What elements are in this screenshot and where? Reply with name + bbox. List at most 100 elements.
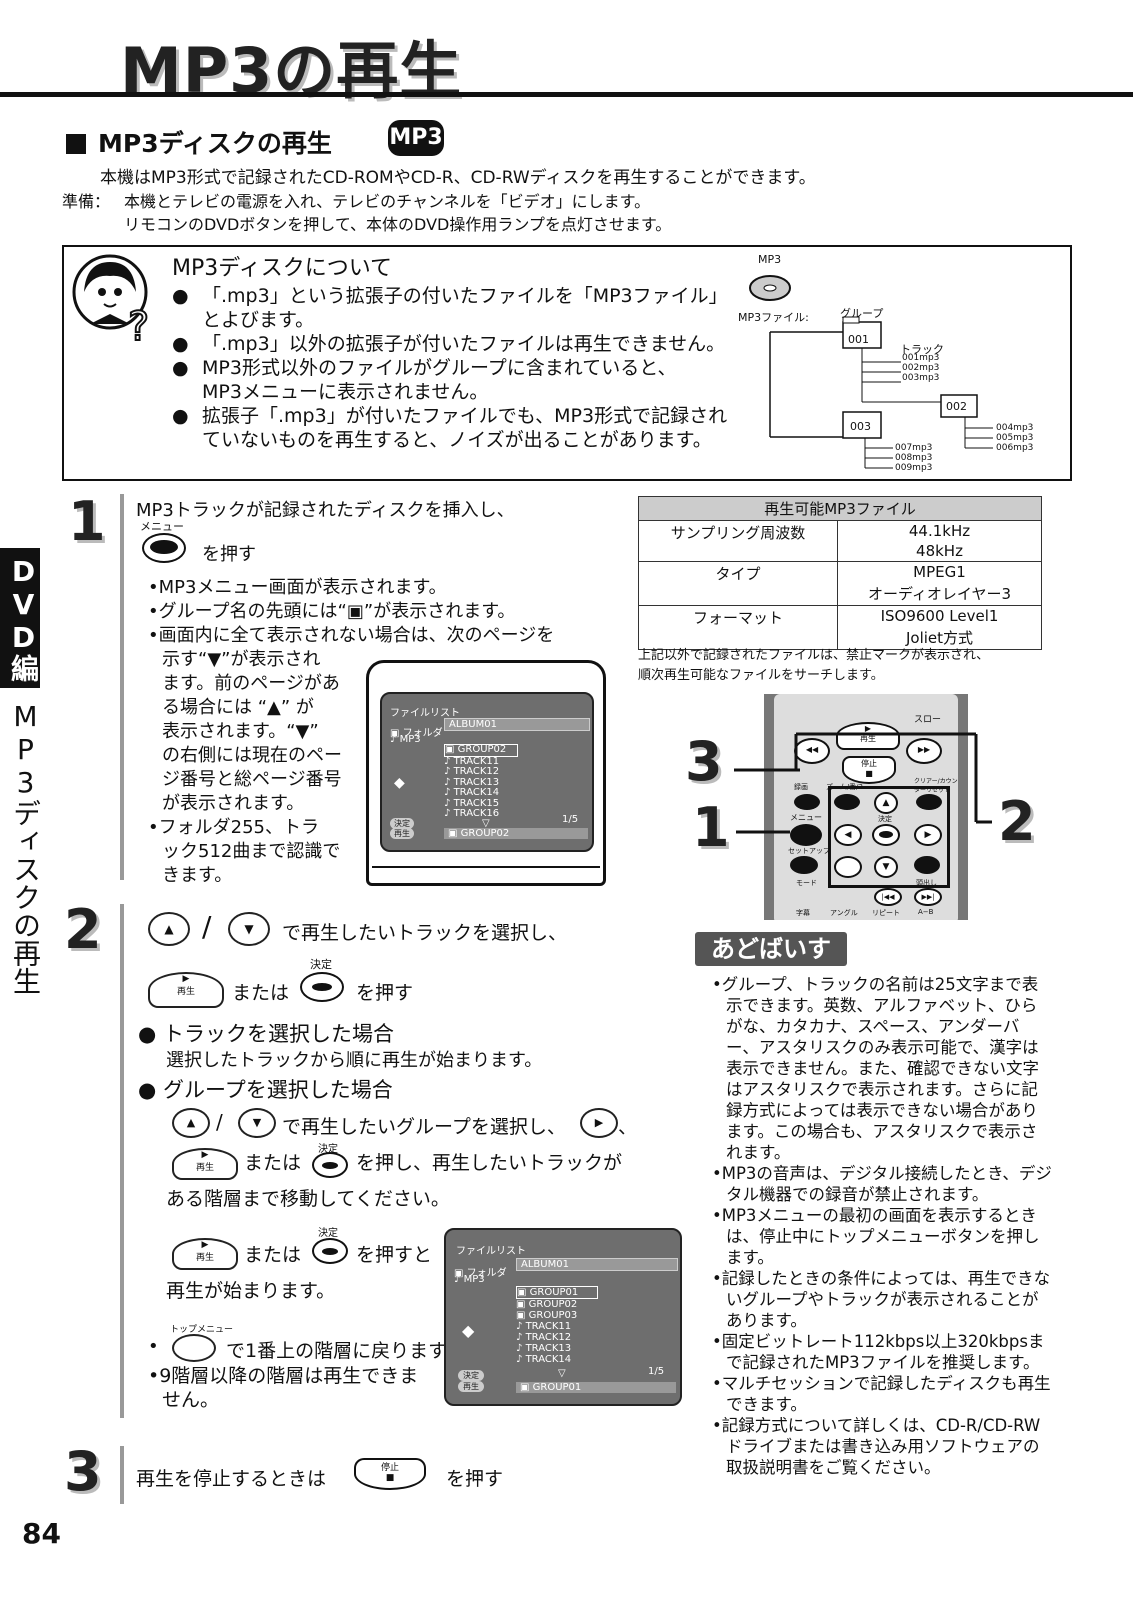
case-2-line-3: ある階層まで移動してください。 xyxy=(166,1188,450,1210)
zoom-button[interactable] xyxy=(834,794,860,810)
screen-list-item[interactable]: ♪ TRACK14 xyxy=(444,787,500,798)
screen-album: ALBUM01 xyxy=(444,718,590,731)
screen-list-item[interactable]: ♪ TRACK16 xyxy=(444,808,500,819)
title-rule xyxy=(0,92,1133,97)
about-bullet-cont: とよびます。 xyxy=(202,309,315,331)
advice-item: •グループ、トラックの名前は25文字まで表示できます。英数、アルファベット、ひら… xyxy=(712,975,1040,1162)
screen-list-item[interactable]: ♪ TRACK11 xyxy=(444,755,500,767)
or-text: または xyxy=(232,982,290,1004)
question-character-illustration: ? xyxy=(72,254,150,344)
tv-base xyxy=(372,866,600,882)
screen-folder-legend: ▣ フォルダ xyxy=(390,728,443,739)
case-2-line-1: で再生したいグループを選択し、 xyxy=(282,1116,566,1138)
remote-label-ab: A−B xyxy=(918,908,934,916)
step-1-bullets: •MP3メニュー画面が表示されます。 •グループ名の先頭には“▣”が表示されます… xyxy=(148,576,608,648)
side-tab-dvd: DVD編 xyxy=(0,548,40,688)
dpad-icon: ◆ xyxy=(394,775,405,791)
screen-list: ▣ GROUP02 ♪ TRACK11 ♪ TRACK12 ♪ TRACK13 … xyxy=(444,744,574,820)
screen-list-item[interactable]: ▣ GROUP02 xyxy=(444,744,518,757)
slash: / xyxy=(216,1110,223,1134)
button-dark[interactable] xyxy=(914,856,940,874)
tree-group-001: 001 xyxy=(848,333,869,346)
rec-button[interactable] xyxy=(794,794,820,810)
enter-button-icon xyxy=(312,1238,348,1264)
screen-header: ファイルリスト xyxy=(390,708,460,719)
section-heading-text: MP3ディスクの再生 xyxy=(98,129,332,158)
screen-list-item[interactable]: ♪ TRACK11 xyxy=(516,1321,572,1332)
file-list-screen-1: ファイルリスト ▣ フォルダ ♪ MP3 ALBUM01 ▣ GROUP02 ♪… xyxy=(380,692,594,852)
enter-button-icon xyxy=(312,1152,348,1178)
menu-button-icon xyxy=(142,533,186,563)
play-button-icon: ▶再生 xyxy=(148,972,224,1008)
screen-play-label: 再生 xyxy=(390,828,414,839)
enter-button-icon xyxy=(300,972,344,1002)
screen-list-item[interactable]: ♪ TRACK12 xyxy=(444,766,500,777)
square-icon xyxy=(66,134,86,154)
screen-enter-label: 決定 xyxy=(390,818,414,829)
skip-forward-icon[interactable]: ▶▶| xyxy=(914,888,942,906)
step-1-bullet-folder: •フォルダ255、トラック512曲まで認識できます。 xyxy=(148,817,341,886)
down-arrow-button[interactable]: ▼ xyxy=(874,856,898,878)
screen-list-item[interactable]: ▣ GROUP02 xyxy=(516,1299,578,1310)
step-1-bullet: •画面内に全て表示されない場合は、次のページを xyxy=(148,625,555,646)
advice-item: •マルチセッションで記録したディスクも再生できます。 xyxy=(712,1374,1051,1414)
prep-label: 準備： xyxy=(62,192,111,211)
menu-button[interactable] xyxy=(790,824,822,846)
screen-folder-legend: ▣ フォルダ xyxy=(454,1268,507,1279)
fast-forward-icon[interactable]: ▶▶ xyxy=(906,738,942,764)
screen-list-item[interactable]: ♪ TRACK12 xyxy=(516,1332,572,1343)
remote-label-mode: モード xyxy=(796,879,817,887)
case-2-line-4: を押すと xyxy=(356,1244,433,1266)
remote-stop-button[interactable]: 停止■ xyxy=(842,756,896,784)
screen-list-item[interactable]: ♪ TRACK13 xyxy=(516,1343,572,1354)
step-3-bar xyxy=(120,1446,124,1504)
screen-list-item[interactable]: ♪ TRACK14 xyxy=(516,1354,572,1365)
dpad-icon: ◆ xyxy=(462,1321,475,1340)
remote-play-button[interactable]: ▶再生 xyxy=(836,722,900,750)
tree-group-003: 003 xyxy=(850,420,871,433)
play-button-icon: ▶再生 xyxy=(172,1238,238,1270)
tree-group-002: 002 xyxy=(946,400,967,413)
step-1-bullet: •グループ名の先頭には“▣”が表示されます。 xyxy=(148,601,516,622)
enter-label: 決定 xyxy=(310,958,332,971)
prep-line-1: 本機とテレビの電源を入れ、テレビのチャンネルを「ビデオ」にします。 xyxy=(124,192,651,211)
step-1-bullet: •MP3メニュー画面が表示されます。 xyxy=(148,577,447,598)
about-bullet: ●「.mp3」以外の拡張子が付いたファイルは再生できません。 xyxy=(172,333,726,355)
button-blank[interactable] xyxy=(834,856,862,878)
step-2-bar xyxy=(120,904,124,1418)
advice-item: •記録方式について詳しくは、CD-R/CD-RWドライブまたは書き込み用ソフトウ… xyxy=(712,1416,1041,1477)
skip-back-icon[interactable]: |◀◀ xyxy=(874,888,902,906)
mp3-file-tree-diagram xyxy=(749,275,993,469)
bullet-dot: • xyxy=(148,1336,159,1357)
enter-button[interactable] xyxy=(872,824,900,846)
advice-item: •固定ビットレート112kbps以上320kbpsまで記録されたMP3ファイルを… xyxy=(712,1332,1045,1372)
side-tab-section: MP3ディスクの再生 xyxy=(9,700,42,995)
screen-list-item[interactable]: ▣ GROUP03 xyxy=(516,1310,578,1321)
right-arrow-button[interactable]: ▶ xyxy=(914,824,942,846)
callout-1: 1 xyxy=(692,796,730,859)
remote-label-setup: セットアップ xyxy=(788,847,830,855)
tree-files-label: MP3ファイル: xyxy=(738,311,809,324)
left-arrow-button[interactable]: ◀ xyxy=(834,824,862,846)
screen-footer: ▣ GROUP02 xyxy=(444,828,588,839)
clear-button[interactable] xyxy=(916,794,942,810)
setup-button[interactable] xyxy=(790,856,818,874)
up-arrow-button[interactable]: ▲ xyxy=(874,792,898,814)
screen-mp3-legend: ♪ MP3 xyxy=(454,1274,485,1285)
svg-text:?: ? xyxy=(128,304,149,344)
down-button-icon: ▼ xyxy=(238,1108,276,1138)
remote-label-slow: スロー xyxy=(914,715,942,725)
up-button-icon: ▲ xyxy=(172,1108,210,1138)
screen-footer: ▣ GROUP01 xyxy=(516,1382,676,1393)
screen-list-item[interactable]: ♪ TRACK13 xyxy=(444,776,500,788)
down-arrow-icon: ▽ xyxy=(482,818,490,829)
screen-list-item[interactable]: ▣ GROUP01 xyxy=(516,1286,598,1299)
folder-icon xyxy=(842,321,882,349)
case-1-text: 選択したトラックから順に再生が始まります。 xyxy=(166,1050,543,1071)
about-bullet-cont: ていないものを再生すると、ノイズが出ることがあります。 xyxy=(202,429,712,451)
screen-list-item[interactable]: ♪ TRACK15 xyxy=(444,797,500,809)
